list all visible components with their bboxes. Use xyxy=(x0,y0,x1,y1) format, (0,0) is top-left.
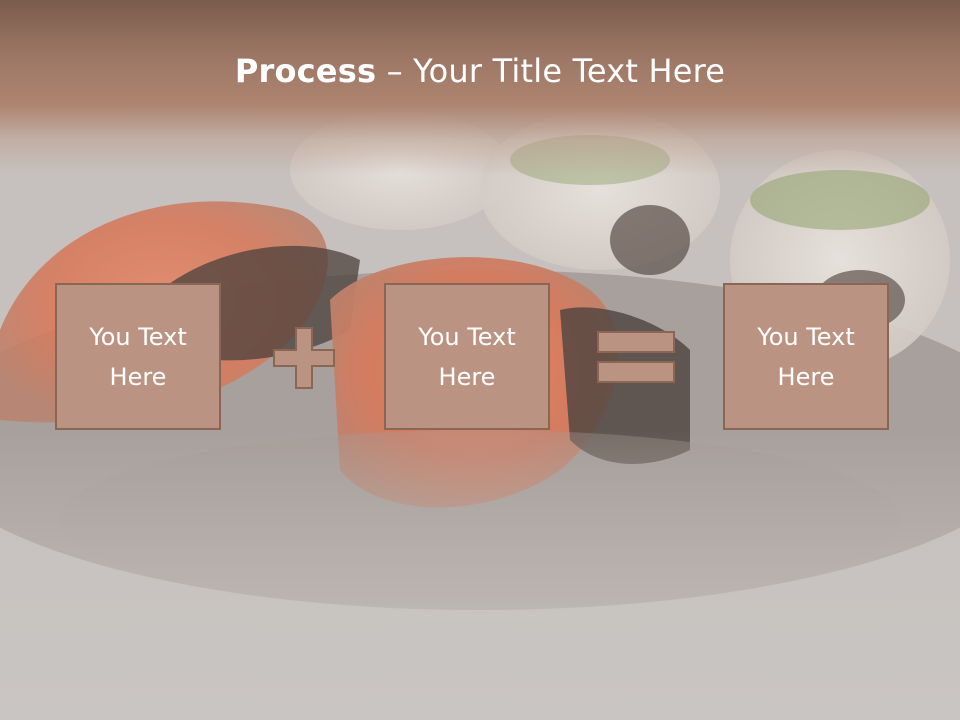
process-box-2[interactable]: You Text Here xyxy=(384,283,550,430)
process-box-1-text: You Text Here xyxy=(89,322,187,391)
process-box-3-text: You Text Here xyxy=(757,322,855,391)
process-box-3[interactable]: You Text Here xyxy=(723,283,889,430)
process-box-1[interactable]: You Text Here xyxy=(55,283,221,430)
process-box-2-text: You Text Here xyxy=(418,322,516,391)
plus-icon xyxy=(273,327,335,389)
slide-title: Process – Your Title Text Here xyxy=(0,52,960,90)
title-bold: Process xyxy=(234,52,377,90)
title-rest: – Your Title Text Here xyxy=(376,52,726,90)
header-band xyxy=(0,0,960,175)
equals-icon xyxy=(597,331,675,383)
